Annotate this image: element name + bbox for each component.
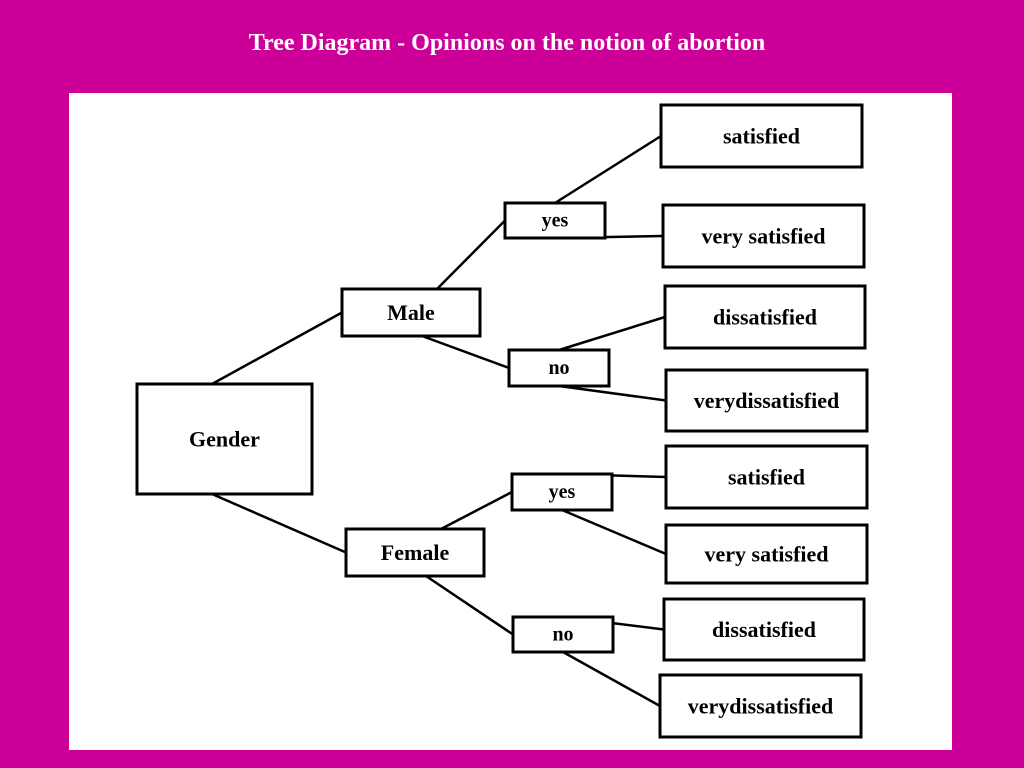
node-male-no-outcome-2-box	[664, 368, 869, 433]
node-female-no-outcome-1-box	[662, 597, 866, 662]
node-male-yes-outcome-2: very satisfied	[661, 203, 866, 269]
node-gender-label: Gender	[189, 427, 260, 452]
node-female-no-box	[511, 615, 615, 654]
node-female-no-label: no	[552, 624, 573, 646]
node-female-yes-outcome-2: very satisfied	[664, 523, 869, 585]
node-female-yes-label: yes	[549, 481, 576, 503]
edge-node-female-yes	[440, 490, 513, 531]
node-female-yes-outcome-1-box	[664, 444, 869, 510]
node-female-no-outcome-1-label: dissatisfied	[712, 617, 816, 642]
node-female-yes-outcome-2-label: very satisfied	[704, 542, 828, 567]
edge-gender-male	[211, 311, 343, 386]
node-female-label: Female	[381, 540, 450, 565]
node-female-no-outcome-2: verydissatisfied	[658, 673, 863, 739]
node-female-no: no	[511, 615, 615, 654]
node-female-no-outcome-1: dissatisfied	[662, 597, 866, 662]
node-female-yes-outcome-1-label: satisfied	[728, 465, 805, 490]
slide-title: Tree Diagram - Opinions on the notion of…	[248, 30, 766, 56]
node-male-yes-outcome-2-box	[661, 203, 866, 269]
node-male-no-outcome-1-box	[663, 284, 867, 350]
node-male-no-outcome-2-label: verydissatisfied	[694, 388, 839, 413]
node-male-no-outcome-1-label: dissatisfied	[713, 305, 817, 330]
edge-node-female-no-outcome-2	[562, 650, 661, 708]
node-male-yes-box	[503, 201, 607, 240]
node-female-box	[344, 527, 486, 578]
edge-node-male-no-outcome-1	[558, 315, 666, 352]
node-male-yes-outcome-1: satisfied	[659, 103, 864, 169]
node-male-label: Male	[387, 300, 435, 325]
node-male-yes-label: yes	[542, 210, 569, 232]
node-female-yes: yes	[510, 472, 614, 512]
edge-node-male-yes	[436, 219, 506, 290]
node-male: Male	[340, 287, 482, 338]
node-male-no: no	[507, 348, 611, 388]
edge-node-female-yes-outcome-2	[561, 508, 667, 556]
node-female-no-outcome-2-label: verydissatisfied	[688, 694, 833, 719]
node-gender-box	[135, 382, 314, 496]
edge-node-male-no-outcome-2	[558, 384, 667, 402]
node-female: Female	[344, 527, 486, 578]
node-female-no-outcome-2-box	[658, 673, 863, 739]
node-male-no-outcome-1: dissatisfied	[663, 284, 867, 350]
node-gender: Gender	[135, 382, 314, 496]
edge-node-male-no	[421, 334, 510, 370]
edge-gender-female	[211, 492, 347, 554]
node-male-no-label: no	[548, 357, 569, 379]
node-male-yes: yes	[503, 201, 607, 240]
node-female-yes-box	[510, 472, 614, 512]
node-male-no-outcome-2: verydissatisfied	[664, 368, 869, 433]
node-female-yes-outcome-1: satisfied	[664, 444, 869, 510]
node-female-yes-outcome-2-box	[664, 523, 869, 585]
node-male-yes-outcome-2-label: very satisfied	[701, 224, 825, 249]
node-male-yes-outcome-1-box	[659, 103, 864, 169]
tree-nodes: Gender Male yes satisfied very satisfied no di…	[135, 103, 869, 739]
node-male-no-box	[507, 348, 611, 388]
node-male-box	[340, 287, 482, 338]
tree-edges	[211, 134, 667, 708]
node-male-yes-outcome-1-label: satisfied	[723, 124, 800, 149]
edge-node-female-no	[425, 574, 514, 636]
edge-node-male-yes-outcome-1	[554, 134, 662, 205]
